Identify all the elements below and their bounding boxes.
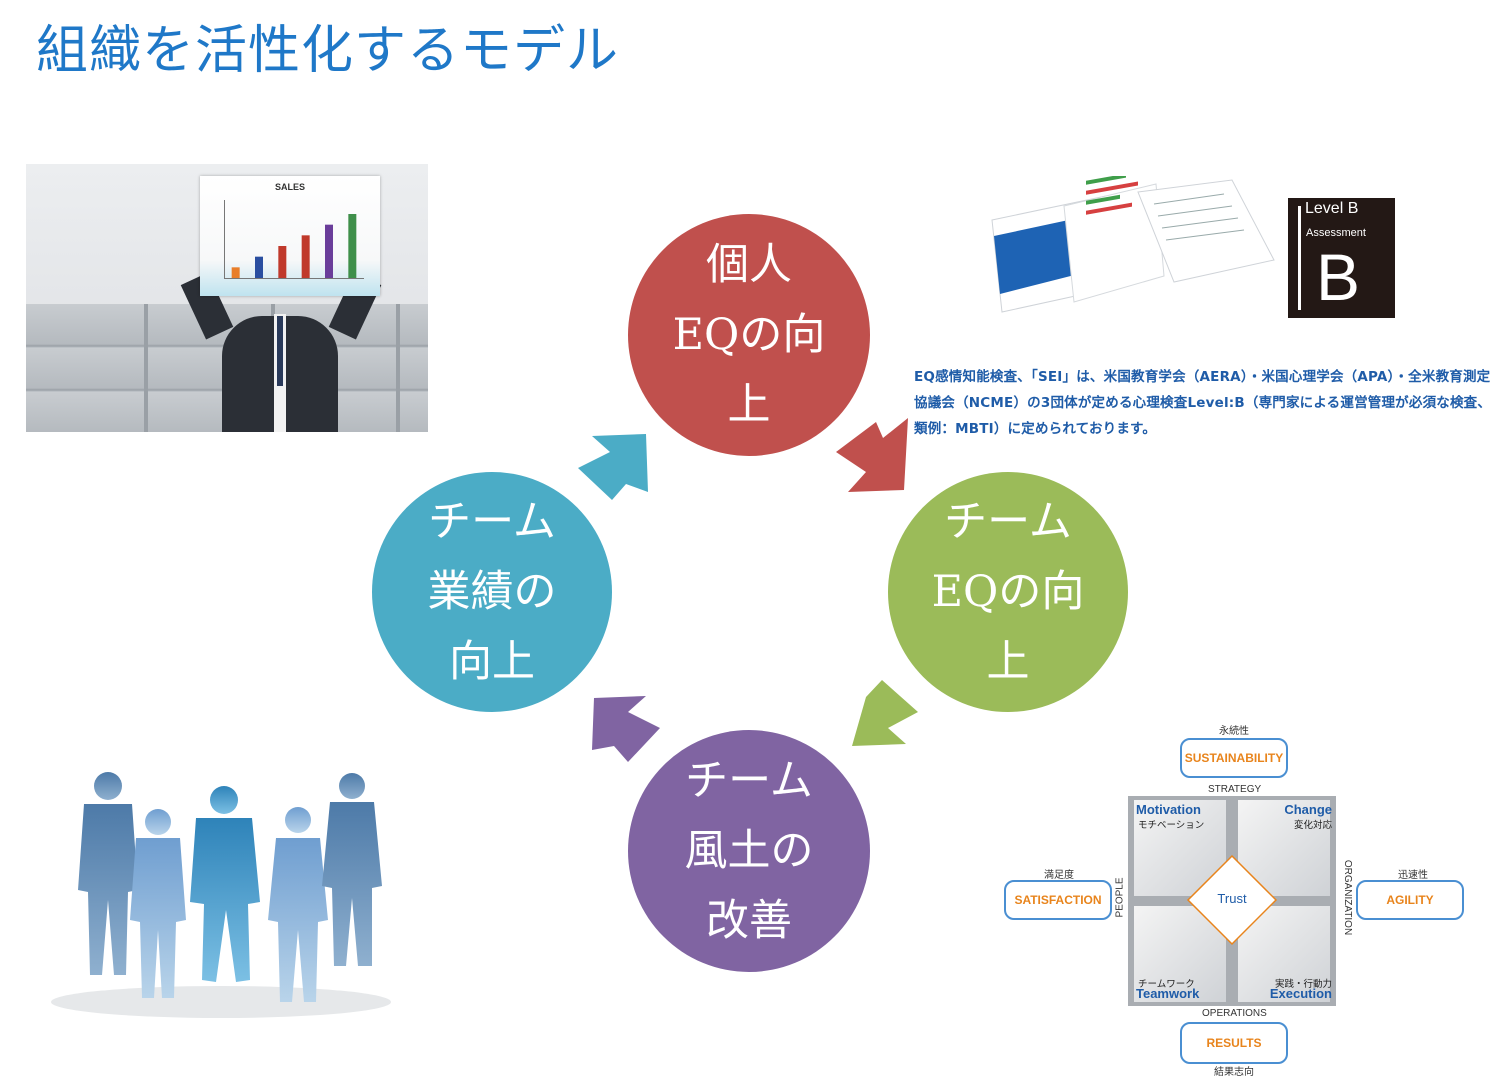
results-label: RESULTS [1206,1036,1262,1050]
report-booklets [988,173,1278,322]
agility-label: AGILITY [1386,893,1434,907]
level-b-badge: Level B Assessment B [1288,198,1395,318]
satisfaction-label: SATISFACTION [1014,893,1102,907]
individual-eq-line1: 個人 [706,240,792,290]
team-eq-line2: EQの向 [931,567,1085,617]
person-2 [130,809,186,998]
sales-bar-chart [231,214,357,278]
axis-operations: OPERATIONS [1202,1008,1267,1019]
arrow-climate-to-performance [592,696,660,762]
arrow-performance-to-individual [578,434,648,500]
trust-label: Trust [1217,891,1247,906]
team-performance-line3: 向上 [449,637,535,687]
report-booklets-drawing [991,173,1275,313]
organization-framework: 永続性 SUSTAINABILITY STRATEGY Motivation モ… [1000,720,1470,1078]
individual-eq-circle: 個人 EQの向 上 [628,214,870,456]
satisfaction-box: SATISFACTION [1004,880,1112,920]
team-climate-circle: チーム 風土の 改善 [628,730,870,972]
team-performance-line1: チーム [428,497,556,547]
level-b-subtitle: Assessment [1306,227,1366,239]
people-silhouettes [51,772,391,1018]
sales-photo: SALES [26,164,428,432]
sales-bar [278,246,287,278]
arrow-individual-to-team-eq [836,418,908,492]
sustainability-jp: 永続性 [1219,726,1249,737]
level-b-title: Level B [1305,200,1359,217]
sales-bar [231,267,240,278]
execution-jp: 実践・行動力 [1274,979,1332,990]
change-label: Change [1284,802,1332,817]
results-box: RESULTS [1180,1022,1288,1064]
level-b-bar [1298,206,1301,310]
page-title: 組織を活性化するモデル [36,21,620,81]
individual-eq-line3: 上 [727,380,771,430]
sales-bar [255,256,263,278]
person-5 [322,773,382,966]
sustainability-label: SUSTAINABILITY [1184,751,1284,765]
team-climate-line3: 改善 [706,896,792,946]
person-3 [190,786,260,982]
team-eq-line1: チーム [944,497,1072,547]
sales-poster: SALES [200,176,380,296]
axis-organization: ORGANIZATION [1342,859,1354,936]
satisfaction-jp: 満足度 [1044,870,1074,881]
motivation-label: Motivation [1136,802,1201,817]
change-jp: 変化対応 [1293,820,1332,831]
person-4 [268,807,328,1002]
teamwork-label: Teamwork [1136,986,1200,1001]
results-jp: 結果志向 [1214,1067,1254,1078]
team-performance-line2: 業績の [427,567,557,617]
sales-bar [301,235,310,278]
arrow-team-eq-to-climate [852,680,918,746]
sales-chart-title: SALES [274,182,305,192]
level-b-letter: B [1316,240,1361,314]
axis-people: PEOPLE [1114,877,1126,918]
person-1 [78,772,138,975]
team-climate-line1: チーム [685,756,813,806]
sustainability-box: SUSTAINABILITY [1180,738,1288,778]
agility-jp: 迅速性 [1398,870,1428,881]
teamwork-jp: チームワーク [1138,979,1195,990]
motivation-jp: モチベーション [1138,820,1205,831]
team-performance-circle: チーム 業績の 向上 [372,472,612,712]
trust-diamond [1186,854,1278,946]
axis-strategy: STRATEGY [1208,784,1262,795]
team-climate-line2: 風土の [684,826,814,876]
agility-box: AGILITY [1356,880,1464,920]
sei-description: EQ感情知能検査、「SEI」は、米国教育学会（AERA）・米国心理学会（APA）… [914,369,1492,437]
sales-bar [348,214,357,278]
execution-label: Execution [1269,986,1332,1001]
sales-bar [325,224,333,278]
individual-eq-line2: EQの向 [672,310,826,360]
team-eq-circle: チーム EQの向 上 [888,472,1128,712]
team-eq-line3: 上 [986,637,1030,687]
